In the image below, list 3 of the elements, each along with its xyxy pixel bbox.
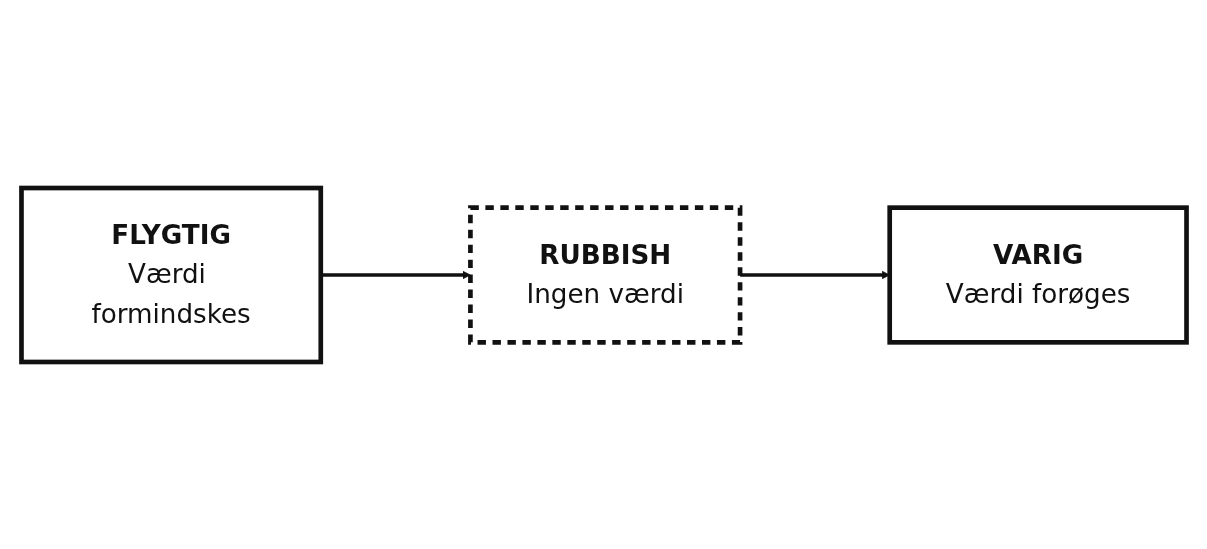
- node-box: RUBBISH Ingen værdi: [467, 204, 742, 345]
- node-box: FLYGTIG Værdi formindskes: [18, 185, 323, 364]
- node-box: VARIG Værdi forøges: [886, 204, 1189, 345]
